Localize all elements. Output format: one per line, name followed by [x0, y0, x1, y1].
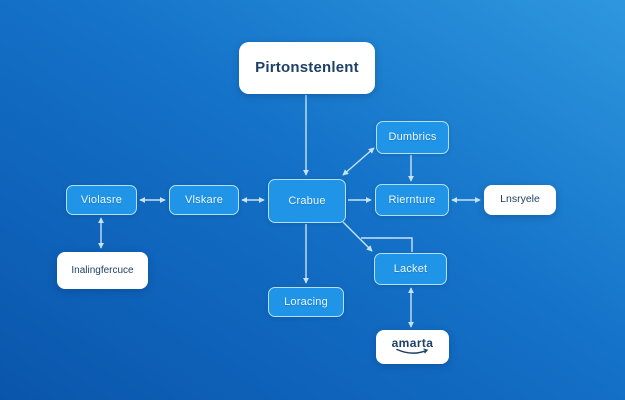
- node-vlskare: Vlskare: [169, 185, 239, 215]
- node-label: Violasre: [80, 193, 123, 206]
- node-pirtonstenlent: Pirtonstenlent: [239, 42, 375, 94]
- node-label: Lnsryele: [500, 193, 540, 206]
- node-label: Crabue: [288, 194, 326, 207]
- edge-crabue-dumbrics: [342, 147, 375, 176]
- node-label: Riernture: [388, 193, 436, 206]
- node-lacket: Lacket: [374, 253, 447, 285]
- node-dumbrics: Dumbrics: [376, 121, 449, 154]
- node-lnsryele: Lnsryele: [484, 185, 556, 215]
- edge-crabue-lacket: [342, 221, 373, 252]
- edge-riernture-lacket: [361, 237, 413, 252]
- node-inalingfercuce: Inalingfercuce: [57, 252, 148, 289]
- node-label: Loracing: [284, 295, 328, 308]
- node-amarta: amarta: [376, 330, 449, 364]
- node-label: amarta: [391, 335, 434, 350]
- node-label: Dumbrics: [388, 131, 437, 144]
- node-label: Pirtonstenlent: [255, 58, 359, 76]
- amazon-smile-icon: [395, 348, 428, 355]
- node-loracing: Loracing: [268, 287, 344, 317]
- node-label: Inalingfercuce: [71, 265, 134, 276]
- node-crabue: Crabue: [268, 179, 346, 223]
- node-label: Lacket: [393, 262, 428, 275]
- node-label: Vlskare: [184, 193, 224, 206]
- node-riernture: Riernture: [375, 184, 449, 216]
- node-violasre: Violasre: [66, 185, 137, 215]
